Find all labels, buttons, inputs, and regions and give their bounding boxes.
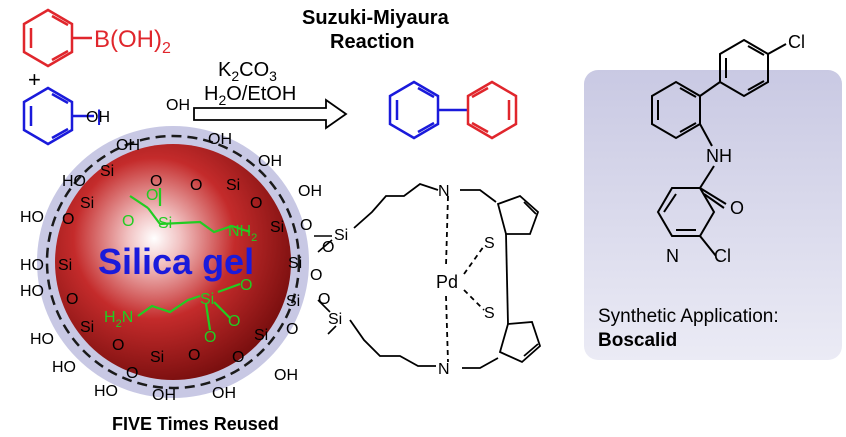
svg-text:Si: Si xyxy=(58,257,72,274)
reaction-title-line1: Suzuki-Miyaura xyxy=(302,7,450,29)
svg-text:OH: OH xyxy=(212,385,236,402)
boscalid-n: N xyxy=(666,246,679,266)
imine-n-upper: N xyxy=(438,183,450,200)
boscalid-structure xyxy=(651,38,787,257)
svg-text:O: O xyxy=(232,349,244,366)
svg-text:OH: OH xyxy=(208,131,232,148)
boscalid-nh: NH xyxy=(706,146,732,166)
svg-text:O: O xyxy=(286,321,298,338)
reactant-phenylboronic-acid: B(OH)2 xyxy=(22,8,171,68)
svg-text:O: O xyxy=(66,291,78,308)
boscalid-cl-top: Cl xyxy=(788,32,805,52)
reuse-footer: FIVE Times Reused xyxy=(112,414,279,434)
svg-text:HO: HO xyxy=(20,257,44,274)
boronic-acid-subscript: 2 xyxy=(162,40,171,57)
aminopropyl-chain-lower xyxy=(137,282,241,331)
product-biphenyl xyxy=(388,80,518,140)
svg-text:Si: Si xyxy=(200,291,214,308)
reactant-iodobenzene: I xyxy=(22,86,102,146)
palladium-label: Pd xyxy=(436,272,458,292)
application-product: Boscalid xyxy=(598,330,677,351)
svg-text:HO: HO xyxy=(20,283,44,300)
svg-text:O: O xyxy=(112,337,124,354)
plus-sign: + xyxy=(28,67,41,92)
svg-text:O: O xyxy=(228,313,240,330)
solvent-label: H xyxy=(204,83,218,105)
svg-text:OH: OH xyxy=(86,109,110,126)
boscalid-cl-bottom: Cl xyxy=(714,246,731,266)
application-caption: Synthetic Application: xyxy=(598,306,779,327)
svg-text:HO: HO xyxy=(20,209,44,226)
nh2-label: NH xyxy=(228,223,251,240)
svg-text:K2CO3: K2CO3 xyxy=(218,59,277,84)
thiophene-s-upper: S xyxy=(484,235,495,252)
svg-text:Si: Si xyxy=(288,255,302,272)
svg-text:HO: HO xyxy=(62,173,86,190)
boronic-acid-label: B(OH) xyxy=(94,26,162,53)
svg-text:OH: OH xyxy=(298,183,322,200)
svg-text:OH: OH xyxy=(152,387,176,404)
svg-text:O: O xyxy=(150,173,162,190)
svg-text:Si: Si xyxy=(286,293,300,310)
svg-text:O: O xyxy=(126,365,138,382)
base-label: K xyxy=(218,59,232,81)
svg-text:O: O xyxy=(190,177,202,194)
svg-text:HO: HO xyxy=(30,331,54,348)
svg-text:Si: Si xyxy=(100,163,114,180)
schiff-base-ligand xyxy=(349,182,542,369)
svg-text:Si: Si xyxy=(80,319,94,336)
svg-text:NH2: NH2 xyxy=(228,223,257,244)
svg-text:Si: Si xyxy=(270,219,284,236)
reaction-title-line2: Reaction xyxy=(330,31,414,53)
svg-text:O: O xyxy=(62,211,74,228)
svg-text:HO: HO xyxy=(52,359,76,376)
svg-text:B(OH)2: B(OH)2 xyxy=(94,26,171,57)
svg-text:O: O xyxy=(146,187,158,204)
svg-text:O: O xyxy=(310,267,322,284)
svg-text:H2N: H2N xyxy=(104,309,133,330)
svg-text:O: O xyxy=(188,347,200,364)
svg-text:O: O xyxy=(300,217,312,234)
svg-text:OH: OH xyxy=(116,137,140,154)
surface-silanol-groups: OH OH OH OH OH HO Si O O Si O OH HO O Si… xyxy=(20,97,334,404)
svg-text:OH: OH xyxy=(258,153,282,170)
svg-text:H2O/EtOH: H2O/EtOH xyxy=(204,83,296,108)
imine-n-lower: N xyxy=(438,361,450,378)
reaction-conditions: K2CO3 H2O/EtOH xyxy=(204,59,296,108)
svg-text:OH: OH xyxy=(166,97,190,114)
aminopropyl-chain-upper xyxy=(129,188,251,234)
svg-text:OH: OH xyxy=(274,367,298,384)
boscalid-o: O xyxy=(730,198,744,218)
linker-si-upper: Si xyxy=(314,227,348,253)
svg-text:O: O xyxy=(204,329,216,346)
svg-text:O: O xyxy=(322,239,334,256)
svg-text:Si: Si xyxy=(158,215,172,232)
svg-text:O: O xyxy=(240,277,252,294)
svg-text:HO: HO xyxy=(94,383,118,400)
svg-text:Si: Si xyxy=(150,349,164,366)
reaction-arrow xyxy=(193,98,348,130)
svg-text:O: O xyxy=(122,213,134,230)
svg-text:Si: Si xyxy=(226,177,240,194)
silica-gel-sphere: Silica gel xyxy=(37,126,309,398)
silica-gel-label: Silica gel xyxy=(98,241,254,282)
svg-text:Si: Si xyxy=(254,327,268,344)
iodine-label: I xyxy=(96,105,102,130)
svg-text:Si: Si xyxy=(80,195,94,212)
linker-si-lower: Si xyxy=(317,299,342,335)
thiophene-s-lower: S xyxy=(484,305,495,322)
svg-text:O: O xyxy=(250,195,262,212)
svg-text:Si: Si xyxy=(328,311,342,328)
svg-text:Si: Si xyxy=(334,227,348,244)
